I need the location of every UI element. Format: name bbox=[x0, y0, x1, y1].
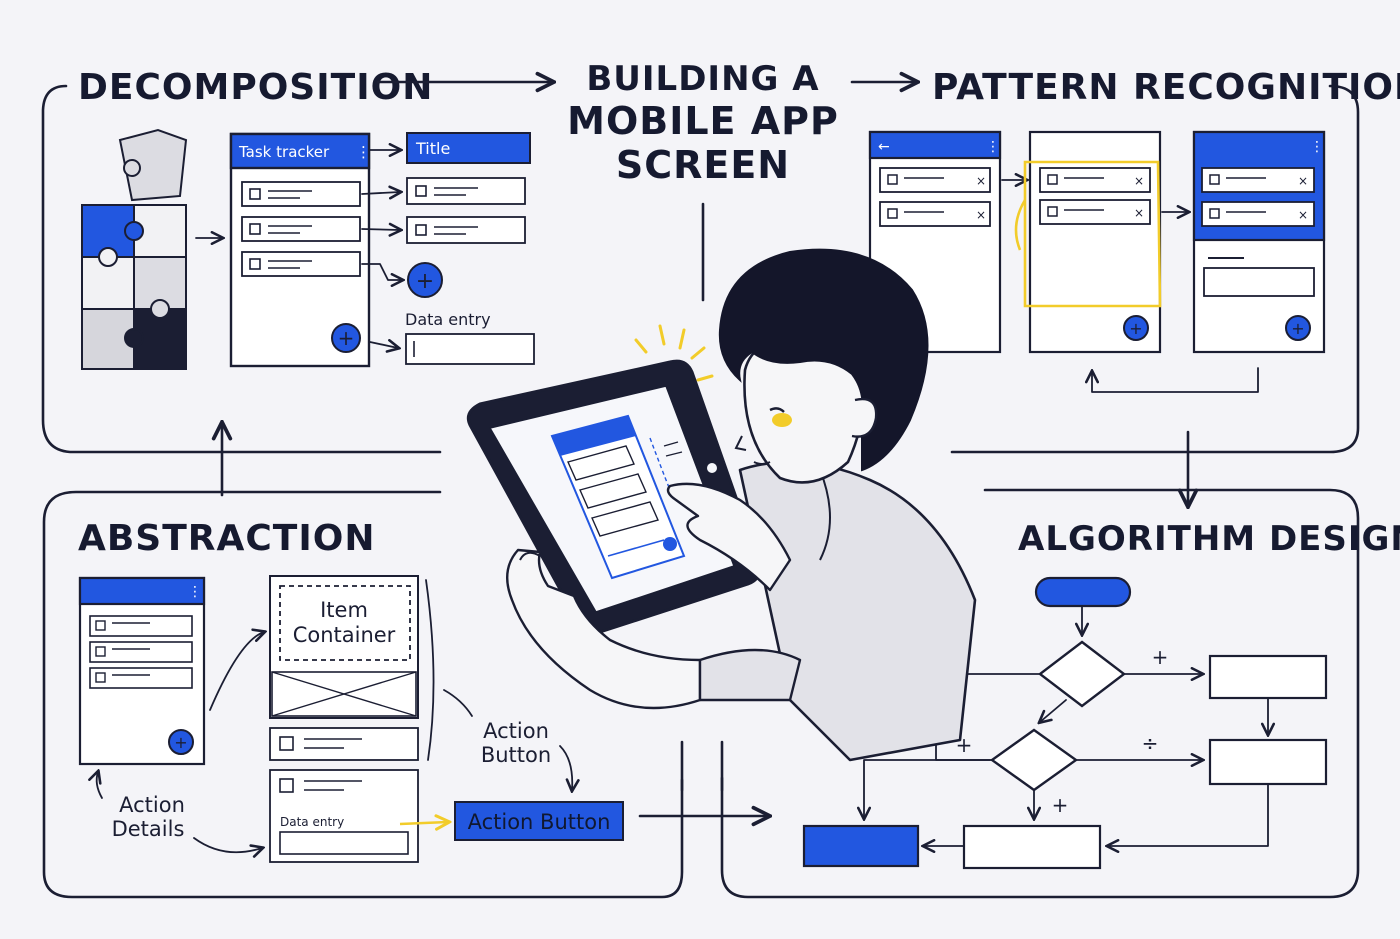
abstraction-title: ABSTRACTION bbox=[78, 518, 375, 559]
flow-decision-1 bbox=[1038, 640, 1126, 708]
flow-end bbox=[802, 824, 920, 868]
abstraction-phone: ⋮ + bbox=[78, 576, 206, 766]
svg-text:+: + bbox=[1129, 319, 1142, 338]
center-title-line1: BUILDING A bbox=[586, 59, 819, 99]
title-box-label: Title bbox=[415, 139, 450, 158]
menu-dots-icon: ⋮ bbox=[356, 143, 371, 161]
item-container-line2: Container bbox=[293, 623, 396, 647]
action-details-line2: Details bbox=[112, 817, 185, 841]
data-entry-label: Data entry bbox=[405, 310, 491, 329]
pattern-screen-1: ← ⋮ × × bbox=[868, 130, 1002, 354]
add-button-icon bbox=[1123, 315, 1149, 341]
svg-text:+: + bbox=[174, 733, 187, 752]
flow-process-2 bbox=[1208, 738, 1328, 786]
pattern-recognition-title: PATTERN RECOGNITION bbox=[932, 67, 1400, 108]
close-icon: × bbox=[1134, 174, 1144, 188]
flowchart: + ÷ + + bbox=[802, 576, 1328, 870]
flow-process-3 bbox=[962, 824, 1102, 870]
child-hands bbox=[506, 482, 802, 710]
child-shirt bbox=[738, 460, 977, 762]
item-container-line1: Item bbox=[320, 598, 368, 622]
svg-text:+: + bbox=[1291, 319, 1304, 338]
flow-process-1 bbox=[1208, 654, 1328, 700]
pattern-screen-2: × × + bbox=[1014, 130, 1162, 354]
svg-text:+: + bbox=[416, 269, 434, 294]
center-title-line2: MOBILE APP bbox=[567, 99, 839, 143]
sparkle-lines bbox=[634, 324, 714, 382]
close-icon: × bbox=[976, 174, 986, 188]
close-icon: × bbox=[1298, 174, 1308, 188]
action-button-label: Action Button bbox=[468, 810, 611, 834]
center-title-line3: SCREEN bbox=[616, 143, 790, 187]
abstract-data-entry-label: Data entry bbox=[280, 815, 344, 829]
add-button-icon bbox=[1285, 315, 1311, 341]
flow-start bbox=[1034, 576, 1132, 608]
pattern-loop-arrow bbox=[1092, 367, 1259, 393]
action-details-line1: Action bbox=[119, 793, 185, 817]
pattern-border bbox=[950, 84, 1360, 454]
close-icon: × bbox=[1298, 208, 1308, 222]
abstraction-border bbox=[42, 490, 684, 899]
decomposition-border bbox=[41, 84, 442, 454]
op-plus-1: + bbox=[1152, 645, 1169, 669]
op-plus-3: + bbox=[1052, 793, 1069, 817]
menu-dots-icon: ⋮ bbox=[188, 584, 202, 600]
decomposed-parts: Title + Data entry bbox=[405, 132, 535, 365]
decomposition-title: DECOMPOSITION bbox=[78, 67, 433, 108]
menu-dots-icon: ⋮ bbox=[986, 139, 1000, 155]
pattern-screen-3: ⋮ × × + bbox=[1192, 130, 1326, 354]
op-divide: ÷ bbox=[1142, 731, 1159, 755]
close-icon: × bbox=[976, 208, 986, 222]
svg-text:+: + bbox=[338, 326, 355, 350]
add-button-icon bbox=[168, 729, 194, 755]
abstract-components: Item Container Data entry bbox=[269, 575, 419, 863]
data-entry-field bbox=[405, 333, 535, 365]
child-cheek bbox=[772, 413, 792, 427]
task-tracker-header: Task tracker bbox=[238, 143, 330, 161]
flow-decision-2 bbox=[989, 728, 1079, 792]
add-circle-icon bbox=[407, 262, 443, 298]
close-icon: × bbox=[1134, 206, 1144, 220]
menu-dots-icon: ⋮ bbox=[1310, 139, 1324, 155]
add-button-icon bbox=[331, 323, 361, 353]
algorithm-border bbox=[720, 488, 1360, 899]
tablet bbox=[466, 359, 762, 636]
child-ear bbox=[851, 397, 878, 438]
list-rows bbox=[241, 181, 361, 277]
tablet-app-screen bbox=[550, 414, 686, 580]
action-button-note-line2: Button bbox=[481, 743, 551, 767]
puzzle-pieces bbox=[81, 128, 188, 370]
child-illustration bbox=[634, 248, 977, 762]
back-arrow-icon: ← bbox=[878, 139, 890, 155]
action-button-note-line1: Action bbox=[483, 719, 549, 743]
task-tracker-phone: Task tracker ⋮ + bbox=[229, 132, 371, 368]
algorithm-design-title: ALGORITHM DESIGN bbox=[1018, 519, 1400, 559]
action-button-box bbox=[454, 801, 624, 841]
